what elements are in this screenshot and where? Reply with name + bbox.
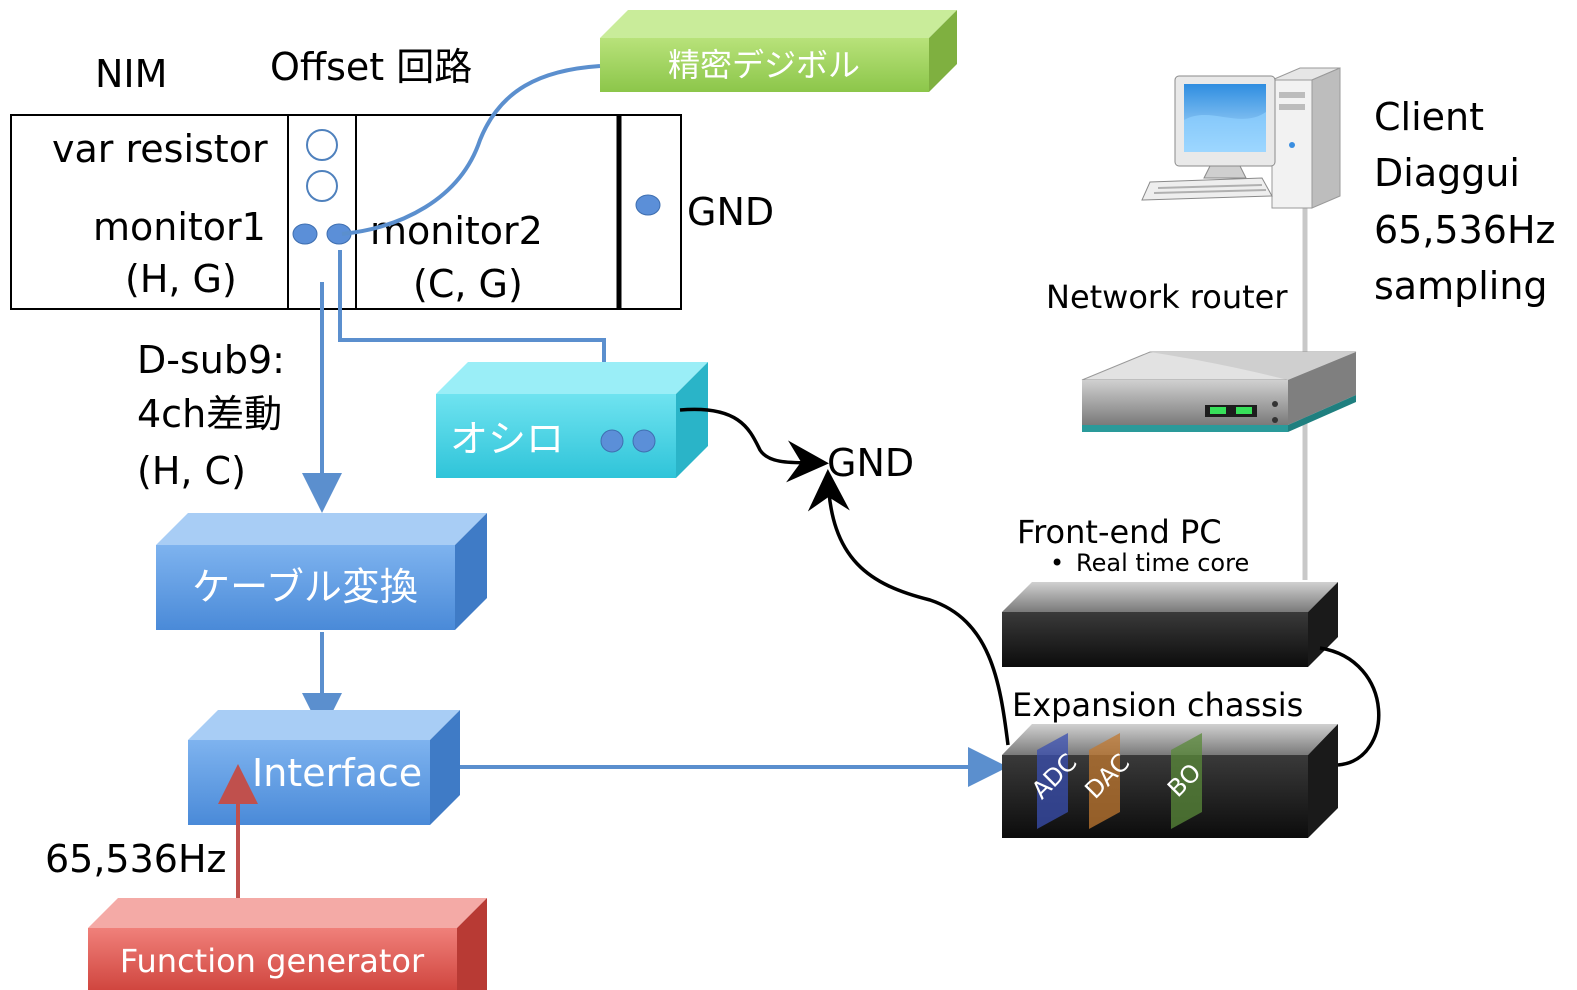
bo-card: [1171, 733, 1202, 829]
monitor2-label: monitor2: [370, 209, 543, 253]
monitor1-sub-label: (H, G): [125, 257, 237, 301]
frontend-pc-box: [1002, 582, 1338, 667]
expansion-chassis-box: ADC DAC BO: [1002, 724, 1338, 838]
frontend-to-chassis-cable: [1319, 646, 1381, 767]
voltmeter-wire: [341, 64, 601, 236]
client-line2: Diaggui: [1374, 151, 1520, 195]
function-generator-box: Function generator: [88, 898, 487, 990]
oscilloscope-input[interactable]: [632, 429, 656, 453]
function-generator-label: Function generator: [120, 942, 425, 980]
dsub-label: D-sub9: 4ch差動 (H, C): [137, 338, 285, 493]
dsub-line1: D-sub9:: [137, 338, 285, 382]
monitor2-sub-label: (C, G): [413, 262, 523, 306]
client-label: Client Diaggui 65,536Hz sampling: [1374, 95, 1555, 308]
clock-frequency-label: 65,536Hz: [45, 837, 226, 881]
interface-box: Interface: [188, 710, 460, 825]
frontend-bullet-icon: •: [1050, 549, 1064, 577]
precision-voltmeter-label: 精密デジボル: [668, 46, 860, 84]
var-resistor-knob[interactable]: [306, 129, 338, 161]
oscilloscope-box: オシロ: [436, 362, 708, 478]
network-router-icon: [1081, 351, 1357, 432]
nim-gnd-label: GND: [687, 190, 774, 234]
dsub-line2: 4ch差動: [137, 392, 282, 436]
frontend-pc-label: Front-end PC: [1017, 513, 1222, 551]
oscilloscope-gnd-wire: [679, 407, 829, 483]
monitor1-label: monitor1: [93, 205, 266, 249]
network-router-label: Network router: [1046, 278, 1288, 316]
gnd-connector[interactable]: [635, 194, 661, 216]
monitor1-connector[interactable]: [292, 223, 318, 245]
center-gnd-label: GND: [827, 441, 914, 485]
var-resistor-knob[interactable]: [306, 170, 338, 202]
client-computer-icon: [1141, 67, 1341, 580]
dac-card: [1089, 733, 1120, 829]
dsub-line3: (H, C): [137, 449, 246, 493]
cable-conversion-box: ケーブル変換: [156, 513, 487, 630]
client-line4: sampling: [1374, 264, 1548, 308]
expansion-chassis-label: Expansion chassis: [1012, 686, 1303, 724]
frontend-bullet-label: Real time core: [1076, 549, 1249, 577]
chassis-gnd-wire: [807, 469, 1010, 746]
nim-module: NIM Offset 回路 var resistor monitor1 (H, …: [10, 45, 774, 310]
interface-label: Interface: [252, 751, 422, 795]
var-resistor-label: var resistor: [52, 127, 268, 171]
client-line3: 65,536Hz: [1374, 208, 1555, 252]
nim-label: NIM: [95, 52, 167, 96]
offset-circuit-label: Offset 回路: [270, 45, 472, 89]
precision-voltmeter-box: 精密デジボル: [600, 10, 957, 92]
client-line1: Client: [1374, 95, 1484, 139]
oscilloscope-label: オシロ: [450, 417, 564, 461]
cable-conversion-label: ケーブル変換: [192, 565, 418, 609]
oscilloscope-input[interactable]: [600, 429, 624, 453]
adc-card: [1037, 733, 1068, 829]
